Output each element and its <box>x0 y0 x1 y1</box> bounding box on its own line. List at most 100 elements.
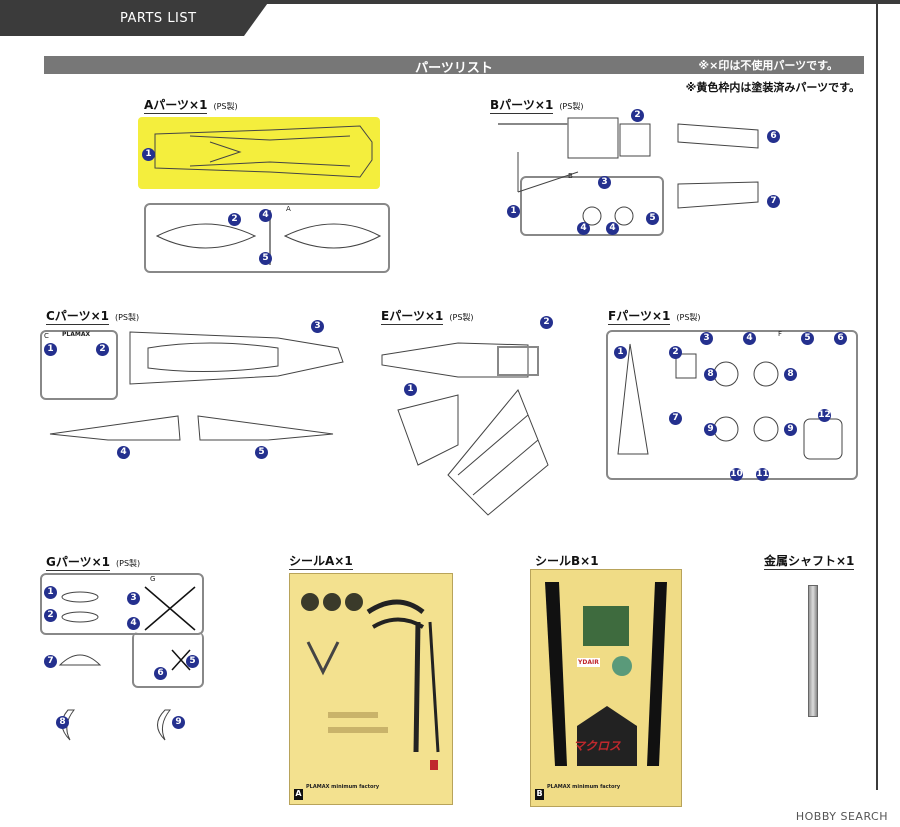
marker-12: 12 <box>818 409 831 422</box>
marker-6: 6 <box>767 130 780 143</box>
marker-3: 3 <box>311 320 324 333</box>
marker-10: 10 <box>730 468 743 481</box>
marker-5: 5 <box>801 332 814 345</box>
marker-8: 8 <box>56 716 69 729</box>
label-seal-b: シールB×1 <box>535 552 599 570</box>
label-a-parts: Aパーツ×1 (PS製) <box>144 96 238 114</box>
marker-2: 2 <box>228 213 241 226</box>
painted-note: ※黄色枠内は塗装済みパーツです。 <box>685 81 860 94</box>
marker-1: 1 <box>44 343 57 356</box>
watermark: HOBBY SEARCH <box>795 810 888 823</box>
marker-7: 7 <box>44 655 57 668</box>
label-f-parts: Fパーツ×1 (PS製) <box>608 307 701 325</box>
runner-tag-g: G <box>150 575 156 583</box>
decal-b-logo: マクロス <box>573 739 622 753</box>
decal-a-tag: A <box>294 789 303 800</box>
top-rule <box>0 0 900 4</box>
label-b-text: Bパーツ×1 <box>490 98 554 114</box>
label-a-text: Aパーツ×1 <box>144 98 208 114</box>
a-fuselage-part <box>154 125 373 178</box>
marker-1: 1 <box>404 383 417 396</box>
c-wing-parts <box>49 415 334 441</box>
marker-3: 3 <box>127 592 140 605</box>
marker-1: 1 <box>44 586 57 599</box>
label-f-mat: (PS製) <box>676 313 701 322</box>
brand-c: PLAMAX <box>62 331 91 338</box>
decal-b-artwork <box>545 582 667 766</box>
marker-9: 9 <box>704 423 717 436</box>
marker-1: 1 <box>507 205 520 218</box>
marker-6: 6 <box>834 332 847 345</box>
marker-4: 4 <box>259 209 272 222</box>
label-c-parts: Cパーツ×1(PS製) <box>46 307 140 325</box>
label-e-parts: Eパーツ×1 (PS製) <box>381 307 474 325</box>
e-parts-drawing <box>381 342 549 516</box>
marker-3: 3 <box>598 176 611 189</box>
painted-sprue-a <box>138 117 380 189</box>
label-shaft: 金属シャフト×1 <box>764 552 855 570</box>
runner-g-lower <box>132 632 204 688</box>
runner-tag-b: B <box>568 172 573 180</box>
marker-5: 5 <box>259 252 272 265</box>
marker-9: 9 <box>172 716 185 729</box>
section-tab: PARTS LIST <box>0 0 270 36</box>
marker-9: 9 <box>784 423 797 436</box>
marker-2: 2 <box>44 609 57 622</box>
runner-g <box>40 573 204 635</box>
marker-2: 2 <box>669 346 682 359</box>
marker-4: 4 <box>743 332 756 345</box>
marker-2: 2 <box>631 109 644 122</box>
label-e-mat: (PS製) <box>449 313 474 322</box>
marker-3: 3 <box>700 332 713 345</box>
label-b-mat: (PS製) <box>559 102 584 111</box>
marker-2: 2 <box>540 316 553 329</box>
label-g-mat: (PS製) <box>116 559 141 568</box>
runner-tag-a: A <box>286 205 291 213</box>
label-a-mat: (PS製) <box>213 102 238 111</box>
label-seal-b-text: シールB×1 <box>535 554 599 570</box>
marker-8: 8 <box>704 368 717 381</box>
runner-a <box>144 203 390 273</box>
label-b-parts: Bパーツ×1 (PS製) <box>490 96 584 114</box>
label-g-parts: Gパーツ×1 (PS製) <box>46 553 141 571</box>
banner-title: パーツリスト <box>415 61 493 76</box>
marker-4: 4 <box>117 446 130 459</box>
label-shaft-text: 金属シャフト×1 <box>764 554 855 570</box>
decal-b-tag: B <box>535 789 544 800</box>
decal-b-brand: PLAMAX minimum factory <box>547 784 621 790</box>
marker-5: 5 <box>255 446 268 459</box>
marker-11: 11 <box>756 468 769 481</box>
label-seal-a: シールA×1 <box>289 552 353 570</box>
marker-5: 5 <box>186 655 199 668</box>
marker-1: 1 <box>614 346 627 359</box>
runner-b <box>520 176 664 236</box>
decal-b-badge: YDAIR <box>577 658 600 667</box>
decal-sheet-b: YDAIR マクロス B PLAMAX minimum factory <box>530 569 682 807</box>
runner-tag-c: C <box>44 332 49 340</box>
marker-4: 4 <box>606 222 619 235</box>
marker-6: 6 <box>154 667 167 680</box>
marker-4: 4 <box>577 222 590 235</box>
label-seal-a-text: シールA×1 <box>289 554 353 570</box>
runner-c <box>40 330 118 400</box>
marker-8: 8 <box>784 368 797 381</box>
f-parts-drawing <box>617 343 843 460</box>
metal-shaft <box>808 585 818 717</box>
b-parts-drawing <box>498 117 759 226</box>
decal-a-artwork <box>301 593 440 770</box>
decal-a-brand: PLAMAX minimum factory <box>306 784 380 790</box>
title-banner: パーツリスト <box>44 56 864 76</box>
c-fuselage-part <box>129 331 344 385</box>
marker-1: 1 <box>142 148 155 161</box>
marker-2: 2 <box>96 343 109 356</box>
label-g-text: Gパーツ×1 <box>46 555 111 571</box>
marker-7: 7 <box>669 412 682 425</box>
decal-sheet-a: A PLAMAX minimum factory <box>289 573 453 805</box>
runner-tag-f: F <box>778 330 783 338</box>
tab-title: PARTS LIST <box>120 11 197 26</box>
label-c-mat: (PS製) <box>114 313 140 322</box>
label-e-text: Eパーツ×1 <box>381 309 444 325</box>
marker-5: 5 <box>646 212 659 225</box>
label-f-text: Fパーツ×1 <box>608 309 671 325</box>
unused-note: ※×印は不使用パーツです。 <box>698 59 838 72</box>
